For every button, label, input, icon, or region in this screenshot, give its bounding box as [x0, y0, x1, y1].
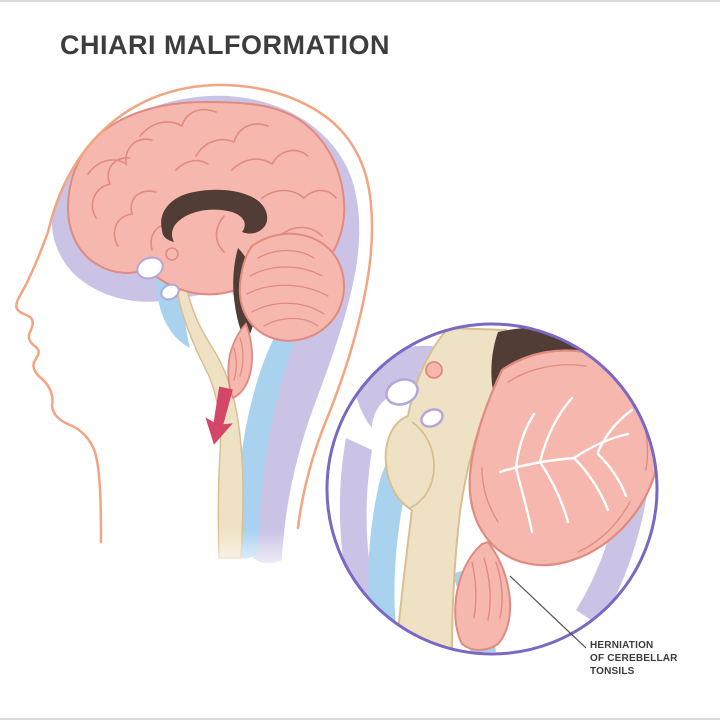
tonsil-striations: [233, 337, 244, 381]
annotation-pointer-line: [509, 575, 587, 649]
cerebellum-folia-lines: [246, 249, 329, 327]
cerebellum-shape: [238, 232, 346, 342]
inset-pituitary-region: [385, 361, 444, 428]
herniation-label-line1: HERNIATION: [590, 640, 654, 651]
herniation-arrow: [205, 386, 233, 445]
head-profile-outline: [15, 83, 374, 544]
corpus-callosum: [161, 189, 268, 242]
herniation-label-line2: OF CEREBELLAR: [590, 653, 678, 665]
cerebellar-tonsil: [227, 322, 253, 400]
inset-cerebellar-tonsil: [454, 540, 512, 651]
inset-csf-left: [368, 446, 420, 650]
cerebellum: [238, 232, 346, 342]
herniation-label: HERNIATION OF CEREBELLAR TONSILS: [590, 639, 678, 679]
pituitary-gland: [165, 247, 179, 261]
inset-tonsil-striations: [471, 557, 503, 621]
pituitary-region: [136, 247, 180, 301]
spinal-canal: [233, 335, 296, 559]
inset-pons-line: [409, 421, 435, 509]
sella-shape: [136, 256, 164, 280]
herniation-label-line3: TONSILS: [590, 666, 635, 678]
neck-fade: [185, 530, 315, 580]
sphenoid-shape: [160, 283, 180, 301]
inset-circle-border: [325, 322, 659, 656]
page-title: CHIARI MALFORMATION: [60, 30, 390, 60]
inset-arbor-vitae: [498, 396, 634, 534]
